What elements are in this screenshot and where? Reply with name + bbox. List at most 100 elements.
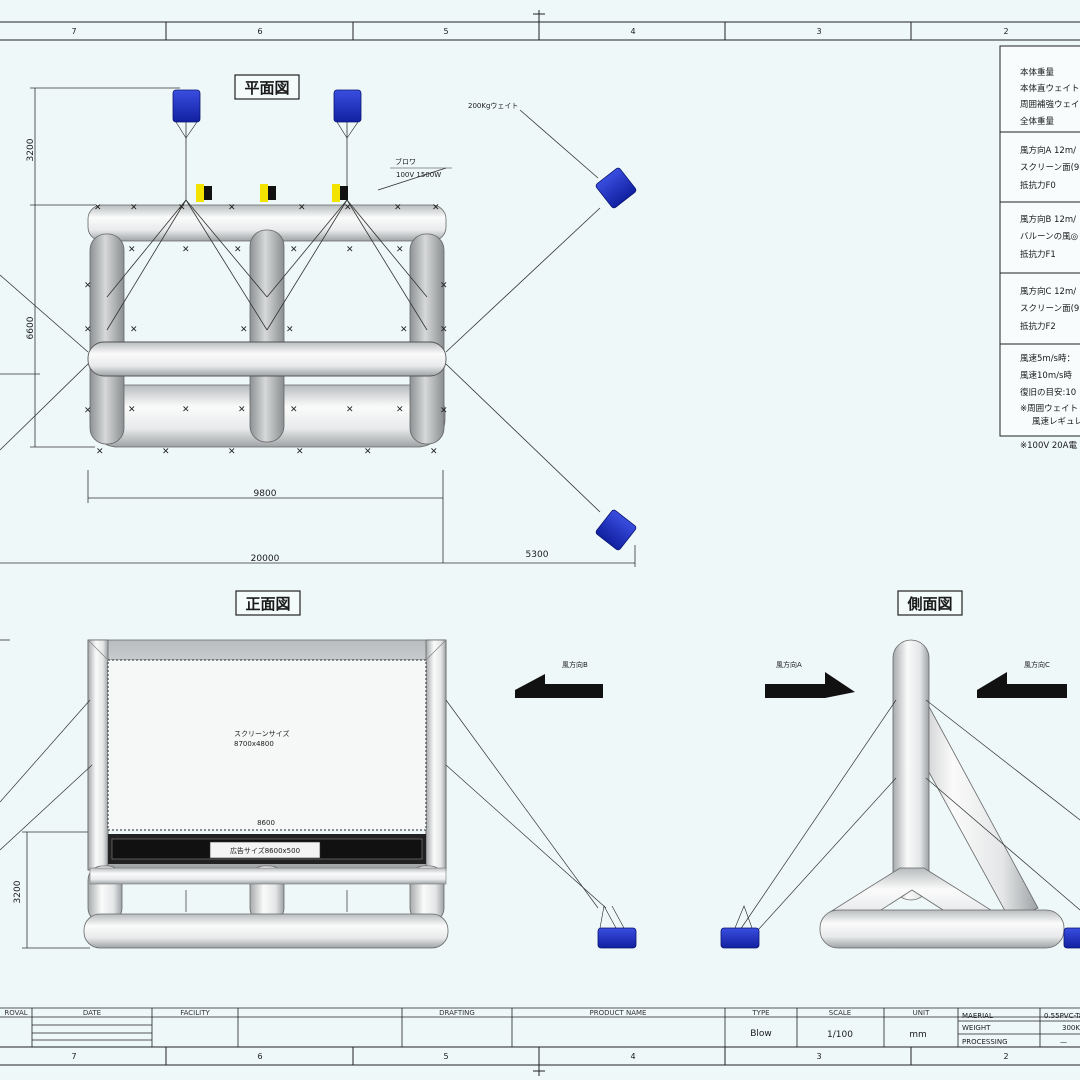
dim-offset: 5300 (526, 550, 549, 560)
blower-spec: 100V 1500W (396, 171, 441, 179)
view-title-front-text: 正面図 (245, 595, 290, 613)
zone-label: 5 (443, 27, 448, 36)
svg-text:✕: ✕ (440, 325, 448, 335)
title-block-header: DATE (83, 1009, 101, 1017)
svg-text:✕: ✕ (182, 245, 190, 255)
title-block-header: UNIT (913, 1009, 930, 1017)
svg-text:✕: ✕ (396, 405, 404, 415)
dim-height-top: 3200 (26, 138, 36, 161)
front-tether-lines (0, 699, 607, 912)
front-base-tubes (83, 865, 449, 949)
spec-weight-row: 周囲補強ウェイ (1020, 99, 1080, 110)
view-title-front: 正面図 (235, 590, 301, 616)
svg-text:✕: ✕ (286, 325, 294, 335)
spec-section-c-row: 風方向C 12m/ (1020, 286, 1076, 297)
wind-b-label: 風方向B (562, 660, 588, 669)
spec-note-row: ※周囲ウェイト (1020, 404, 1078, 414)
title-block-unit: mm (909, 1030, 927, 1040)
svg-text:✕: ✕ (394, 203, 402, 213)
blower-units (196, 184, 348, 202)
spec-section-c-row: スクリーン面(9. (1020, 304, 1080, 314)
zone-label: 6 (257, 27, 262, 36)
svg-text:✕: ✕ (162, 447, 170, 457)
svg-text:✕: ✕ (290, 405, 298, 415)
svg-text:✕: ✕ (440, 406, 448, 416)
front-width-label: 8600 (257, 819, 275, 827)
zone-label: 6 (257, 1052, 262, 1061)
front-dim-height: 3200 (13, 880, 23, 903)
weight-block-icon (172, 89, 201, 139)
svg-text:✕: ✕ (432, 203, 440, 213)
weight-label: 200Kgウェイト (468, 102, 518, 110)
blower-icon (196, 184, 212, 202)
plan-view: 3200 6600 9800 20000 5300 ✕✕✕✕ ✕✕✕✕ ✕✕✕✕… (0, 87, 637, 567)
spec-footnote: ※100V 20A電 (1020, 441, 1077, 451)
plan-anchor-marks: ✕✕✕✕ ✕✕✕✕ ✕✕✕✕ ✕✕ ✕✕ ✕✕✕✕ ✕✕ ✕✕ ✕✕✕✕ ✕✕ … (84, 203, 448, 457)
front-view: 3200 スクリーンサイズ 8700x4800 8600 広告サイズ8600x5… (0, 639, 637, 949)
view-title-plan: 平面図 (234, 74, 300, 100)
wind-arrow-c-icon (977, 672, 1067, 698)
spec-section-a-row: 抵抗力F0 (1020, 180, 1056, 191)
svg-text:✕: ✕ (364, 447, 372, 457)
ad-label: 広告サイズ8600x500 (230, 846, 300, 855)
svg-text:✕: ✕ (430, 447, 438, 457)
svg-text:✕: ✕ (94, 203, 102, 213)
wind-arrow-b-icon (515, 674, 603, 698)
svg-text:✕: ✕ (178, 203, 186, 213)
title-block-weight-value: 300K (1062, 1024, 1080, 1032)
svg-text:✕: ✕ (228, 447, 236, 457)
spec-weight-row: 本体直ウェイト (1020, 83, 1080, 94)
svg-text:✕: ✕ (128, 245, 136, 255)
svg-text:✕: ✕ (396, 245, 404, 255)
side-structure (819, 639, 1065, 949)
sheet-border (0, 10, 1080, 1076)
zone-label: 3 (816, 27, 821, 36)
weight-block-icon (333, 89, 362, 139)
spec-weight-row: 全体重量 (1020, 116, 1055, 127)
svg-text:✕: ✕ (128, 405, 136, 415)
weight-block-icon (597, 905, 637, 949)
spec-section-a-row: スクリーン面(9. (1020, 163, 1080, 173)
title-block-processing-value: — (1060, 1038, 1067, 1046)
title-block-header: FACILITY (180, 1009, 210, 1017)
plan-dimension-lines (0, 87, 636, 567)
dim-width-total: 20000 (251, 554, 280, 564)
svg-text:✕: ✕ (130, 325, 138, 335)
spec-note-row: 復旧の目安:10 (1020, 387, 1076, 398)
svg-text:✕: ✕ (298, 203, 306, 213)
wind-a-label: 風方向A (776, 660, 802, 669)
svg-text:✕: ✕ (344, 203, 352, 213)
title-block-header: ROVAL (4, 1009, 27, 1017)
view-title-side-text: 側面図 (906, 595, 952, 613)
screen-label: スクリーンサイズ (234, 729, 289, 738)
wind-c-label: 風方向C (1024, 660, 1050, 669)
svg-text:✕: ✕ (400, 325, 408, 335)
svg-text:✕: ✕ (96, 447, 104, 457)
zone-label: 4 (630, 1052, 635, 1061)
svg-text:✕: ✕ (182, 405, 190, 415)
zone-label: 2 (1003, 27, 1008, 36)
title-block-material-label: MAERIAL (962, 1012, 993, 1020)
title-block-header: PRODUCT NAME (590, 1009, 647, 1017)
weight-block-icon (720, 905, 760, 949)
zone-label: 7 (71, 1052, 76, 1061)
svg-text:✕: ✕ (440, 281, 448, 291)
screen-size: 8700x4800 (234, 740, 274, 748)
title-block-scale: 1/100 (827, 1030, 853, 1040)
svg-text:✕: ✕ (228, 203, 236, 213)
title-block-processing-label: PROCESSING (962, 1038, 1008, 1046)
zone-labels-bottom: 7 6 5 4 3 2 (71, 1052, 1008, 1061)
spec-section-b-row: バルーンの風◎ (1020, 232, 1078, 242)
projection-screen (107, 659, 427, 831)
title-block-material-value: 0.55PVC-Ta (1044, 1012, 1080, 1020)
svg-text:✕: ✕ (296, 447, 304, 457)
blower-label: ブロワ (395, 157, 416, 166)
zone-label: 5 (443, 1052, 448, 1061)
title-block-weight-label: WEIGHT (962, 1024, 991, 1032)
svg-text:✕: ✕ (346, 405, 354, 415)
svg-text:✕: ✕ (130, 203, 138, 213)
zone-label: 3 (816, 1052, 821, 1061)
spec-table: 本体重量 本体直ウェイト 周囲補強ウェイ 全体重量 風方向A 12m/ スクリー… (999, 45, 1080, 437)
spec-weight-row: 本体重量 (1020, 67, 1055, 78)
